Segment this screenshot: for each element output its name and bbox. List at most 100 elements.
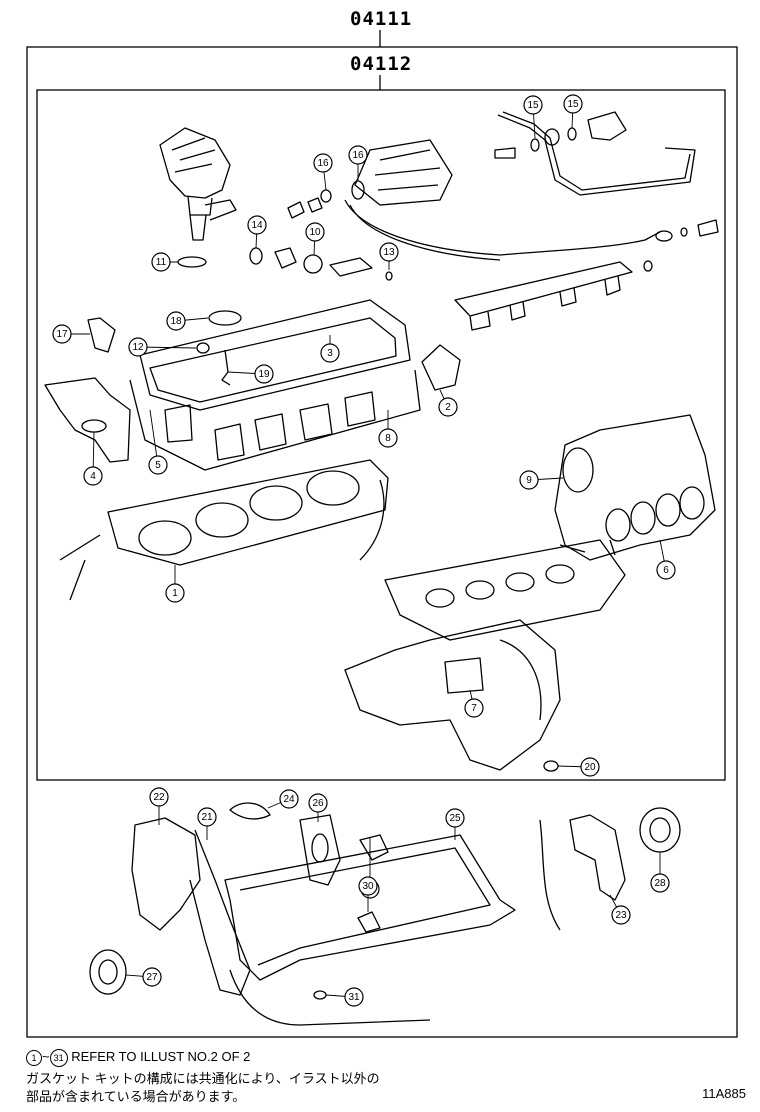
- callout-circle: [464, 698, 484, 718]
- callout-22: 22: [149, 787, 169, 825]
- fuel-rail-illustration: [454, 219, 719, 331]
- callout-1: 1: [165, 565, 185, 603]
- callout-number: 25: [449, 813, 461, 824]
- callout-circle: [166, 311, 186, 331]
- callout-circle: [523, 95, 543, 115]
- callout-number: 10: [309, 227, 321, 238]
- callout-circle: [438, 397, 458, 417]
- callout-circle: [308, 793, 328, 813]
- callout-number: 3: [327, 348, 333, 359]
- callout-4: 4: [83, 431, 103, 486]
- callout-circle: [254, 364, 274, 384]
- callout-circle: [358, 876, 378, 896]
- manifold-gasket-illustration: [384, 539, 626, 641]
- callout-16: 16: [348, 145, 368, 180]
- callout-circle: [445, 808, 465, 828]
- callout-28: 28: [650, 852, 670, 893]
- callout-number: 12: [132, 342, 144, 353]
- callout-number: 16: [317, 158, 329, 169]
- callout-circle: [52, 324, 72, 344]
- callout-2: 2: [438, 389, 458, 417]
- callout-5: 5: [148, 409, 168, 475]
- callout-21: 21: [197, 807, 217, 840]
- callout-31: 31: [325, 987, 364, 1007]
- callout-circle: [151, 252, 171, 272]
- water-outlet-gasket: [421, 344, 461, 391]
- callout-15: 15: [563, 94, 583, 129]
- outer-kit-code: 04111: [350, 8, 413, 30]
- callout-circle: [128, 337, 148, 357]
- callout-25: 25: [445, 808, 465, 840]
- distributor-o-ring: [177, 256, 207, 268]
- callout-11: 11: [151, 252, 178, 272]
- callout-number: 9: [526, 475, 532, 486]
- callout-26: 26: [308, 793, 328, 822]
- callout-number: 11: [156, 257, 167, 268]
- callout-number: 6: [663, 565, 669, 576]
- refer-text: REFER TO ILLUST NO.2 OF 2: [71, 1049, 251, 1064]
- callout-circle: [247, 215, 267, 235]
- callout-circle: [344, 987, 364, 1007]
- exhaust-gasket-ring: [543, 760, 559, 772]
- fuel-pump-illustration: [344, 139, 501, 261]
- callout-number: 19: [258, 369, 270, 380]
- callout-number: 4: [90, 471, 96, 482]
- callout-number: 21: [201, 812, 213, 823]
- callout-number: 7: [471, 703, 477, 714]
- head-cover-illustration: [87, 299, 421, 471]
- callout-7: 7: [464, 689, 484, 718]
- callout-16: 16: [313, 153, 333, 191]
- callout-circle: [378, 428, 398, 448]
- illustration-code: 11A885: [702, 1086, 746, 1101]
- range-end-badge: 31: [49, 1049, 68, 1067]
- callout-number: 31: [348, 992, 360, 1003]
- japanese-note-line2: 部品が含まれている場合があります。: [26, 1089, 246, 1104]
- callout-18: 18: [166, 311, 209, 331]
- callout-number: 26: [312, 798, 324, 809]
- vacuum-pipe-illustration: [494, 111, 696, 196]
- callout-circle: [83, 466, 103, 486]
- callout-circle: [379, 242, 399, 262]
- range-start-badge: 1: [26, 1050, 42, 1066]
- callout-circle: [563, 94, 583, 114]
- callout-number: 18: [170, 316, 182, 327]
- callout-10: 10: [305, 222, 325, 256]
- callout-9: 9: [519, 470, 564, 490]
- callout-circle: [142, 967, 162, 987]
- callout-circle: [305, 222, 325, 242]
- exhaust-manifold-illustration: [344, 619, 561, 771]
- callout-number: 17: [56, 329, 68, 340]
- callout-23: 23: [609, 894, 631, 925]
- callout-17: 17: [52, 324, 90, 344]
- oil-pan-gasket-illustration: [89, 802, 681, 1026]
- callout-circle: [165, 583, 185, 603]
- callout-circle: [580, 757, 600, 777]
- callout-circle: [519, 470, 539, 490]
- callout-circle: [656, 560, 676, 580]
- callout-number: 20: [584, 762, 596, 773]
- callout-circle: [650, 873, 670, 893]
- callout-3: 3: [320, 335, 340, 363]
- reference-note: 1~31 REFER TO ILLUST NO.2 OF 2: [26, 1048, 250, 1067]
- callout-number: 14: [251, 220, 263, 231]
- callout-number: 1: [172, 588, 178, 599]
- callout-circle: [149, 787, 169, 807]
- callout-number: 24: [283, 794, 295, 805]
- callout-number: 28: [654, 878, 666, 889]
- callout-circle: [148, 455, 168, 475]
- callout-number: 15: [527, 100, 539, 111]
- callout-15: 15: [523, 95, 543, 139]
- callout-circle: [279, 789, 299, 809]
- callout-circle: [611, 905, 631, 925]
- callout-27: 27: [125, 967, 162, 987]
- callout-8: 8: [378, 410, 398, 448]
- callout-circle: [348, 145, 368, 165]
- callout-circle: [197, 807, 217, 827]
- inner-kit-code: 04112: [350, 53, 413, 75]
- japanese-note-line1: ガスケット キットの構成には共通化により、イラスト以外の: [26, 1071, 380, 1086]
- callout-number: 2: [445, 402, 451, 413]
- callout-24: 24: [267, 789, 299, 809]
- callout-number: 5: [155, 460, 161, 471]
- callout-12: 12: [128, 337, 197, 357]
